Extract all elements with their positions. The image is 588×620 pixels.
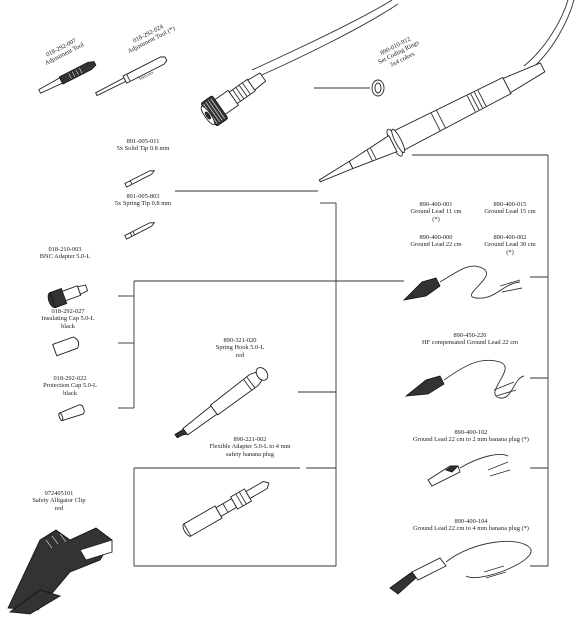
label-ground-30: 890-400-002 Ground Lead 30 cm (*): [472, 234, 548, 256]
code-ground-22: 890-400-000: [419, 234, 453, 241]
code-ground-11: 890-400-001: [419, 201, 453, 208]
label-spring-hook: 890-321-020 Spring Hook 5.0-L red: [200, 337, 280, 359]
label-bnc-adapter: 018-210-003 BNC Adapter 5.0-L: [30, 246, 100, 261]
label-protection-cap: 018-292-022 Protection Cap 5.0-L black: [30, 375, 110, 397]
name-ground-2mm: Ground Lead 22 cm to 2 mm banana plug (*…: [413, 436, 529, 444]
label-hf-ground: 890-450-220 HF compensated Ground Lead 2…: [400, 332, 540, 347]
detail-ground-30: (*): [506, 248, 514, 256]
code-spring-tip: 891-005-803: [126, 193, 160, 200]
label-ground-4mm: 890-400-104 Ground Lead 22 cm to 4 mm ba…: [396, 518, 546, 533]
name-ground-15: Ground Lead 15 cm: [484, 208, 536, 216]
coding-ring-icon: [371, 79, 385, 97]
name-ground-11: Ground Lead 11 cm: [410, 208, 462, 216]
code-protection-cap: 018-292-022: [53, 375, 87, 382]
name-ground-30: Ground Lead 30 cm: [484, 241, 536, 249]
code-solid-tip: 891-005-011: [126, 138, 160, 145]
code-hf-ground: 890-450-220: [453, 332, 487, 339]
probe-head-icon: [318, 62, 546, 183]
insulating-cap-icon: [52, 336, 80, 357]
code-insulating-cap: 018-292-027: [51, 308, 85, 315]
flexible-adapter-icon: [182, 481, 270, 537]
label-alligator-clip: 972405101 Safety Alligator Clip red: [14, 490, 104, 512]
adjustment-tool-1-icon: [38, 61, 97, 94]
code-alligator-clip: 972405101: [44, 490, 74, 497]
label-ground-2mm: 890-400-102 Ground Lead 22 cm to 2 mm ba…: [396, 429, 546, 444]
label-solid-tip: 891-005-011 5x Solid Tip 0.8 mm: [98, 138, 188, 153]
label-ground-22: 890-400-000 Ground Lead 22 cm: [400, 234, 472, 249]
detail-ground-11: (*): [432, 215, 440, 223]
connector-lines: [118, 87, 549, 567]
ground-lead-4mm-icon: [389, 540, 532, 595]
ground-lead-icon: [402, 265, 523, 301]
name-bnc-adapter: BNC Adapter 5.0-L: [39, 253, 91, 261]
name-spring-tip: 5x Spring Tip 0.8 mm: [114, 200, 172, 208]
label-spring-tip: 891-005-803 5x Spring Tip 0.8 mm: [98, 193, 188, 208]
solid-tip-icon: [124, 170, 156, 188]
label-ground-15: 890-400-015 Ground Lead 15 cm: [472, 201, 548, 216]
adjustment-tool-2-icon: [95, 56, 168, 97]
spring-hook-icon: [174, 367, 269, 439]
name-insulating-cap: Insulating Cap 5.0-L: [41, 315, 95, 323]
bnc-adapter-icon: [47, 284, 89, 309]
name-protection-cap: Protection Cap 5.0-L: [43, 382, 97, 390]
code-ground-2mm: 890-400-102: [454, 429, 488, 436]
name-spring-hook: Spring Hook 5.0-L: [215, 344, 265, 352]
spring-tip-icon: [124, 222, 156, 240]
protection-cap-icon: [58, 404, 85, 422]
bnc-connector-icon: [200, 72, 267, 126]
name-hf-ground: HF compensated Ground Lead 22 cm: [421, 339, 518, 347]
code-bnc-adapter: 018-210-003: [48, 246, 82, 253]
detail-insulating-cap: black: [61, 322, 75, 330]
name-ground-22: Ground Lead 22 cm: [410, 241, 462, 249]
label-flexible-adapter: 890-221-002 Flexible Adapter 5.0-L to 4 …: [192, 436, 308, 458]
code-spring-hook: 890-321-020: [223, 337, 257, 344]
name-alligator-clip: Safety Alligator Clip: [32, 497, 86, 505]
alligator-clip-icon: [7, 527, 113, 615]
detail-alligator-clip: red: [54, 504, 64, 512]
code-flexible-adapter: 890-221-002: [233, 436, 267, 443]
code-ground-4mm: 890-400-104: [454, 518, 488, 525]
name-ground-4mm: Ground Lead 22 cm to 4 mm banana plug (*…: [413, 525, 529, 533]
code-ground-15: 890-400-015: [493, 201, 527, 208]
name-solid-tip: 5x Solid Tip 0.8 mm: [116, 145, 170, 153]
code-ground-30: 890-400-002: [493, 234, 527, 241]
label-insulating-cap: 018-292-027 Insulating Cap 5.0-L black: [30, 308, 106, 330]
name-flexible-adapter: Flexible Adapter 5.0-L to 4 mm: [209, 443, 291, 451]
detail-spring-hook: red: [235, 351, 245, 359]
detail-flexible-adapter: safety banana plug: [226, 450, 274, 458]
label-ground-11: 890-400-001 Ground Lead 11 cm (*): [400, 201, 472, 223]
hf-ground-lead-icon: [404, 359, 525, 399]
ground-lead-2mm-icon: [427, 454, 511, 487]
detail-protection-cap: black: [63, 389, 77, 397]
